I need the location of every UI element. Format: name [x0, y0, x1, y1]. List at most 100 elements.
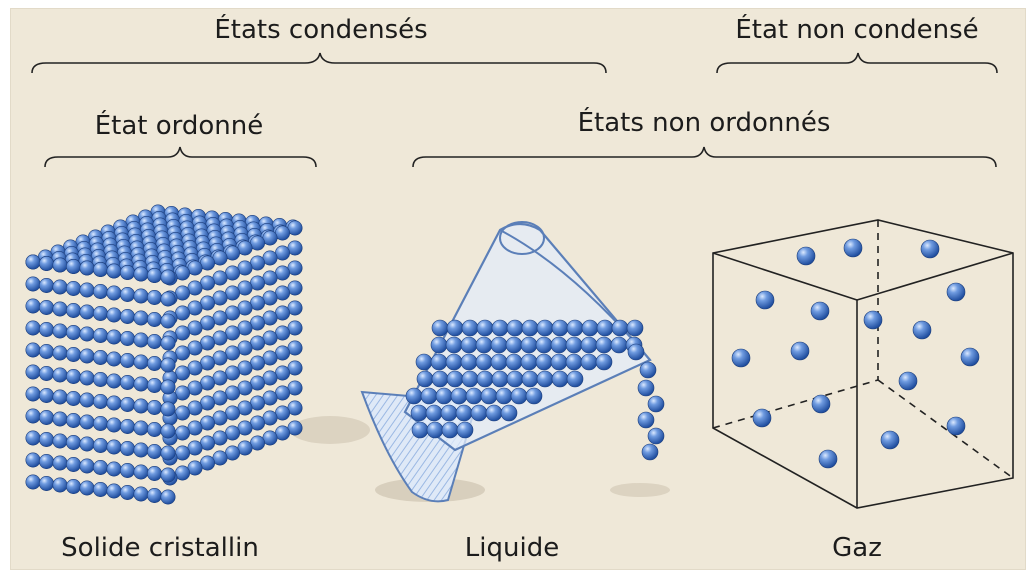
crystal-sphere	[107, 418, 121, 432]
crystal-sphere	[134, 333, 148, 347]
liquid-particle	[442, 422, 458, 438]
label-non-ordered-states: États non ordonnés	[578, 108, 831, 138]
liquid-particle	[611, 337, 627, 353]
crystal-sphere	[26, 277, 40, 291]
crystal-sphere	[161, 314, 175, 328]
liquid-particle	[486, 405, 502, 421]
crystal-sphere	[53, 346, 67, 360]
liquid-particle	[491, 354, 507, 370]
liquid-particle	[451, 388, 467, 404]
crystal-sphere	[26, 387, 40, 401]
liquid-particle	[638, 412, 654, 428]
crystal-sphere	[39, 454, 53, 468]
crystal-sphere	[39, 300, 53, 314]
liquid-particle	[416, 354, 432, 370]
crystal-sphere	[120, 419, 134, 433]
crystal-sphere	[39, 410, 53, 424]
crystal-sphere	[120, 265, 134, 279]
liquid-particle	[581, 337, 597, 353]
liquid-particle	[446, 354, 462, 370]
crystal-sphere	[120, 331, 134, 345]
crystal-sphere	[66, 435, 80, 449]
crystal-sphere	[66, 347, 80, 361]
crystal-sphere	[161, 336, 175, 350]
liquid-particle	[477, 371, 493, 387]
crystal-sphere	[66, 303, 80, 317]
gas-particle	[797, 247, 815, 265]
crystal-sphere	[66, 259, 80, 273]
crystal-sphere	[107, 374, 121, 388]
crystal-sphere	[147, 422, 161, 436]
crystal-sphere	[147, 444, 161, 458]
crystal-sphere	[161, 490, 175, 504]
crystal-sphere	[26, 365, 40, 379]
crystal-sphere	[107, 396, 121, 410]
liquid-particle	[627, 320, 643, 336]
crystal-sphere	[39, 366, 53, 380]
gas-particle	[756, 291, 774, 309]
crystal-sphere	[134, 355, 148, 369]
liquid-particle	[406, 388, 422, 404]
liquid-particle	[427, 422, 443, 438]
liquid-particle	[522, 371, 538, 387]
crystal-sphere	[147, 466, 161, 480]
crystal-sphere	[66, 457, 80, 471]
crystal-sphere	[66, 479, 80, 493]
liquid-particle	[582, 320, 598, 336]
liquid-particle	[537, 320, 553, 336]
liquid-particle	[597, 320, 613, 336]
crystal-sphere	[134, 399, 148, 413]
crystal-sphere	[147, 378, 161, 392]
liquid-particle	[496, 388, 512, 404]
crystal-sphere	[147, 356, 161, 370]
crystal-sphere	[134, 465, 148, 479]
crystal-sphere	[53, 324, 67, 338]
crystal-sphere	[147, 312, 161, 326]
crystal-sphere	[93, 416, 107, 430]
liquid-particle	[417, 371, 433, 387]
liquid-particle	[628, 344, 644, 360]
crystal-sphere	[39, 256, 53, 270]
crystal-sphere	[161, 424, 175, 438]
liquid-particle	[552, 371, 568, 387]
liquid-particle	[412, 422, 428, 438]
liquid-particle	[477, 320, 493, 336]
gas-particle	[844, 239, 862, 257]
brace-ordered	[45, 147, 316, 167]
crystal-sphere	[26, 299, 40, 313]
crystal-sphere	[107, 462, 121, 476]
liquid-particle	[648, 396, 664, 412]
crystal-sphere	[26, 431, 40, 445]
liquid-particle	[551, 337, 567, 353]
liquid-particle	[491, 337, 507, 353]
crystal-sphere	[80, 371, 94, 385]
crystal-sphere	[134, 267, 148, 281]
gas-particle	[791, 342, 809, 360]
gas-particle	[961, 348, 979, 366]
crystal-sphere	[66, 325, 80, 339]
crystal-sphere	[80, 305, 94, 319]
liquid-particle	[506, 337, 522, 353]
gas-particle	[812, 395, 830, 413]
crystal-sphere	[93, 460, 107, 474]
crystal-sphere	[161, 358, 175, 372]
liquid-particle	[522, 320, 538, 336]
liquid-particle	[536, 354, 552, 370]
label-condensed-states: États condensés	[214, 15, 427, 45]
crystal-sphere	[80, 437, 94, 451]
crystal-sphere	[66, 391, 80, 405]
gas-particle	[881, 431, 899, 449]
gas-particle	[811, 302, 829, 320]
crystal-sphere	[26, 255, 40, 269]
brace-non-ordered	[413, 147, 996, 167]
gas-particle	[819, 450, 837, 468]
crystal-sphere	[26, 453, 40, 467]
crystal-sphere	[53, 368, 67, 382]
gas-particle	[913, 321, 931, 339]
crystal-sphere	[93, 328, 107, 342]
liquid-particle	[596, 337, 612, 353]
crystal-sphere	[147, 400, 161, 414]
liquid-particle	[536, 337, 552, 353]
liquid-particle	[566, 337, 582, 353]
crystal-sphere	[39, 388, 53, 402]
